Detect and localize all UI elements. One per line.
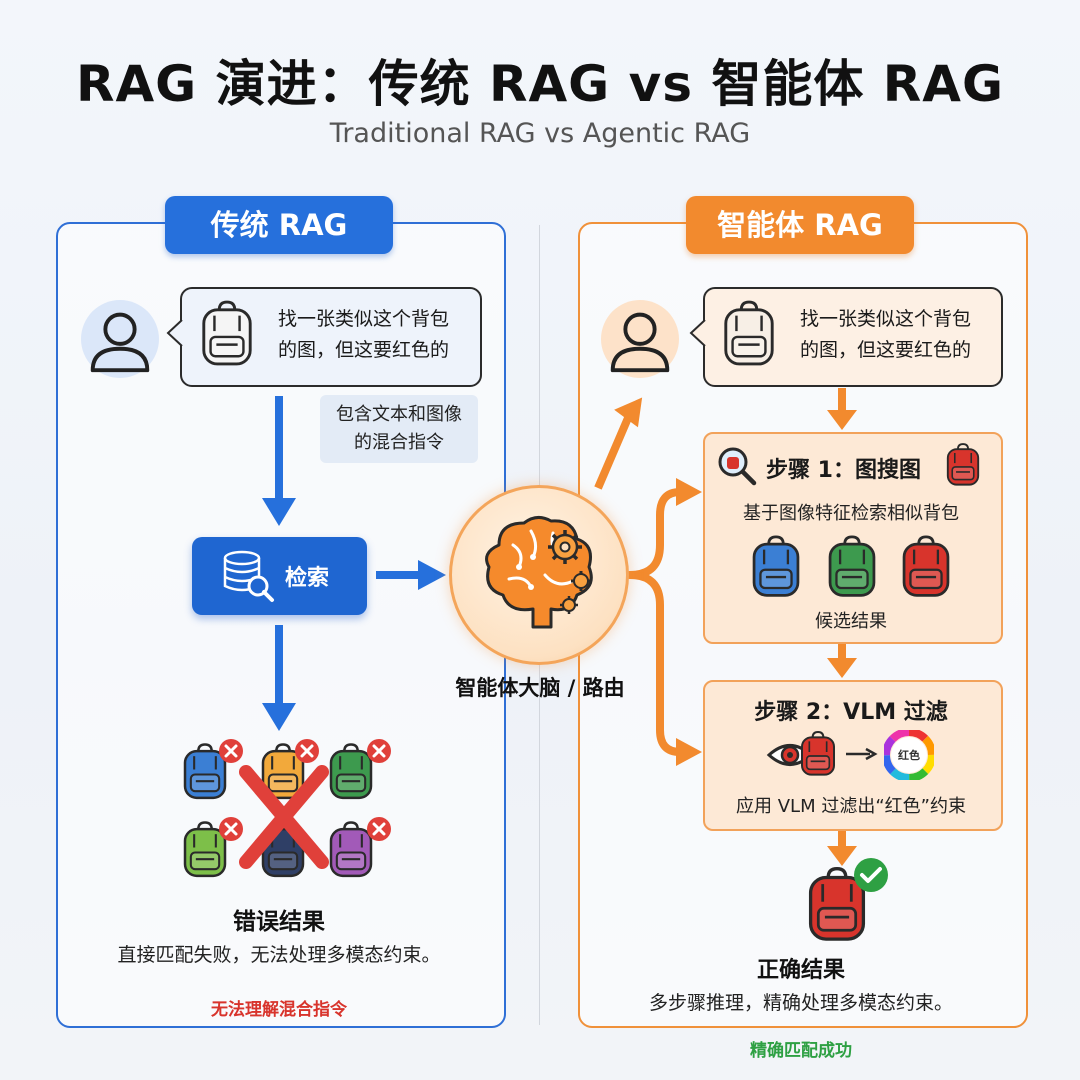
arrow-brain-to-steps — [626, 488, 684, 756]
wrong-result-footer: 无法理解混合指令 — [211, 1000, 347, 1020]
backpack-icon — [824, 535, 880, 599]
arrow-step2-to-result — [827, 829, 857, 866]
arrow-right-icon — [846, 747, 878, 761]
backpack-icon — [748, 535, 804, 599]
wrong-results-grid — [176, 742, 396, 892]
query-text-right: 找一张类似这个背包 的图，但这要红色的 — [800, 308, 972, 361]
retrieve-label: 检索 — [285, 566, 330, 591]
retrieve-box — [192, 537, 367, 615]
arrow-query-to-retrieve — [262, 396, 296, 526]
step1-desc: 基于图像特征检索相似背包 — [743, 503, 959, 524]
arrow-query-to-step1 — [827, 388, 857, 430]
check-icon — [854, 858, 888, 892]
correct-result-title: 正确结果 — [756, 958, 845, 983]
cross-icon — [218, 738, 244, 764]
cross-icon — [366, 738, 392, 764]
color-wheel-icon — [884, 730, 934, 780]
step2-title: 步骤 2：VLM 过滤 — [754, 700, 948, 725]
arrow-brain-to-query — [594, 397, 643, 490]
arrow-step1-to-step2 — [827, 642, 857, 678]
correct-result-footer: 精确匹配成功 — [750, 1041, 852, 1061]
cross-icon — [294, 738, 320, 764]
wrong-result-title: 错误结果 — [233, 909, 325, 935]
step2-box — [703, 680, 1003, 831]
big-cross-icon — [239, 765, 329, 869]
color-wheel-label: 红色 — [898, 749, 920, 762]
agentic-rag-tag: 智能体 RAG — [686, 196, 914, 254]
backpack-icon — [198, 298, 256, 370]
agent-brain-label: 智能体大脑 / 路由 — [455, 676, 625, 700]
magnifier-icon — [718, 447, 757, 486]
query-text-left: 找一张类似这个背包 的图，但这要红色的 — [278, 308, 450, 361]
cross-icon — [366, 816, 392, 842]
mixed-instruction-note: 包含文本和图像 的混合指令 — [320, 395, 478, 463]
user-icon — [601, 300, 679, 378]
database-search-icon — [223, 550, 274, 602]
correct-result-desc: 多步骤推理，精确处理多模态约束。 — [648, 992, 953, 1014]
backpack-icon — [720, 298, 778, 370]
backpack-icon — [898, 535, 954, 599]
arrow-retrieve-to-results — [262, 625, 296, 731]
arrow-retrieve-to-brain — [376, 560, 446, 590]
user-avatar-right — [601, 300, 679, 378]
step1-caption: 候选结果 — [815, 611, 887, 632]
page-subtitle: Traditional RAG vs Agentic RAG — [329, 118, 751, 149]
step1-title: 步骤 1：图搜图 — [766, 458, 921, 483]
user-icon — [81, 300, 159, 378]
brain-gear-icon — [485, 516, 593, 629]
backpack-icon — [798, 730, 838, 778]
wrong-result-desc: 直接匹配失败，无法处理多模态约束。 — [117, 944, 441, 966]
page-title: RAG 演进：传统 RAG vs 智能体 RAG — [75, 55, 1005, 113]
step2-desc: 应用 VLM 过滤出“红色”约束 — [736, 796, 966, 817]
backpack-icon — [944, 442, 982, 488]
bubble-tail-right — [689, 319, 706, 347]
traditional-rag-tag: 传统 RAG — [165, 196, 393, 254]
user-avatar-left — [81, 300, 159, 378]
bubble-tail-left — [166, 319, 183, 347]
eye-icon — [766, 744, 814, 766]
